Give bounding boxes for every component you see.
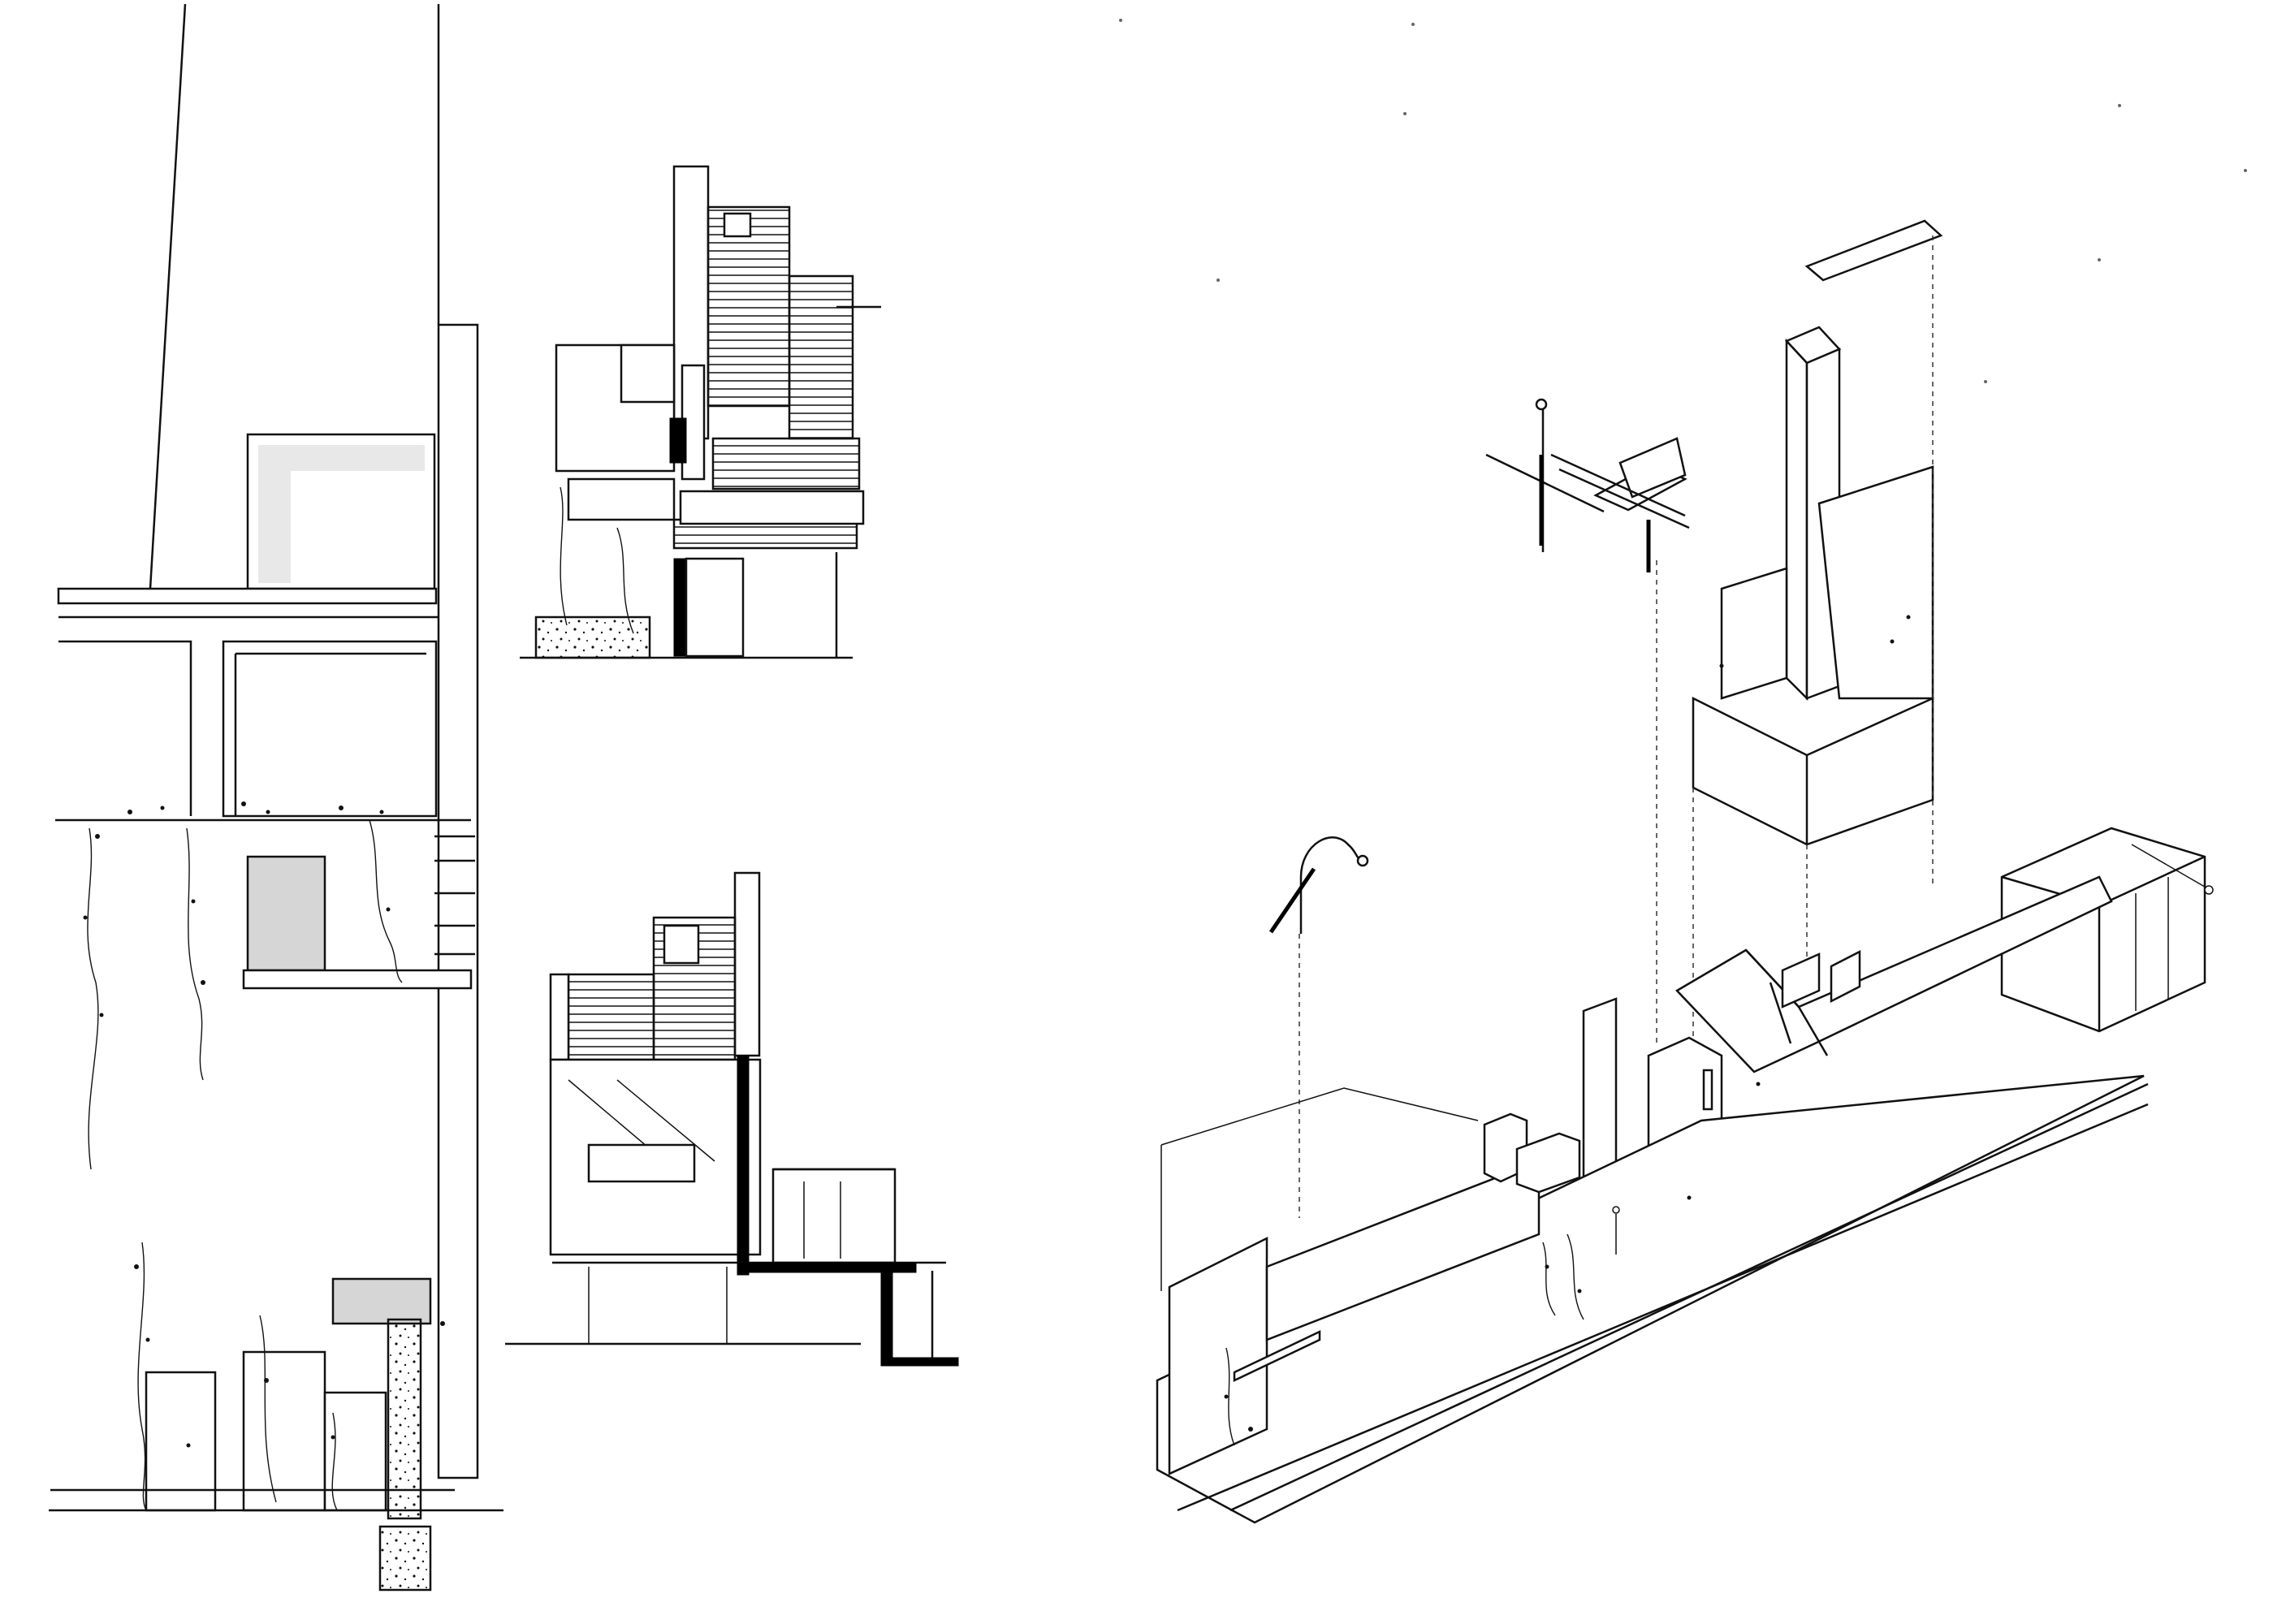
elevation-small-drawing <box>520 165 881 659</box>
elevation-large-drawing <box>49 3 503 1592</box>
pergola-piece <box>1485 398 1690 572</box>
lamp-piece <box>1268 836 1369 934</box>
section-drawing <box>505 871 959 1367</box>
axonometric-drawing <box>1119 19 2247 1524</box>
